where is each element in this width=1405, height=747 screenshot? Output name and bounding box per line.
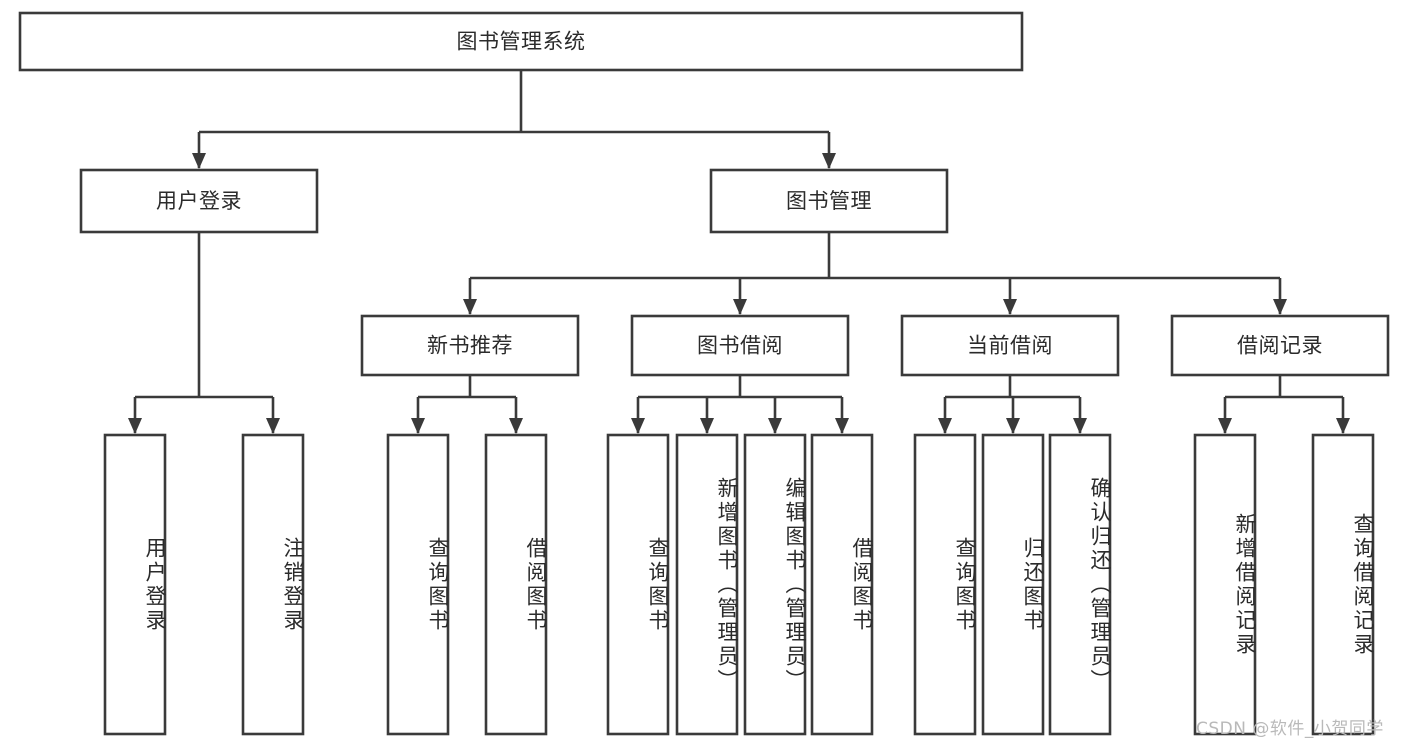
connector-bookmanage-to-level3 xyxy=(463,232,1287,315)
connector-currentborrow-to-leaves xyxy=(938,375,1087,434)
node-label-book-manage: 图书管理 xyxy=(786,189,872,213)
arrow-head xyxy=(411,418,425,434)
node-box-leaf-confirm-return[interactable] xyxy=(1048,433,1112,736)
node-label-borrow-record: 借阅记录 xyxy=(1237,334,1323,358)
node-box-leaf-query-book-bb[interactable] xyxy=(606,433,670,736)
connector-bookborrow-to-leaves xyxy=(631,375,849,434)
csdn-watermark: CSDN @软件_小贺同学 xyxy=(1196,719,1384,739)
arrow-head xyxy=(835,418,849,434)
node-box-leaf-edit-book[interactable] xyxy=(743,433,807,736)
box-layer xyxy=(18,11,1390,736)
node-box-new-book-recommend[interactable] xyxy=(360,314,580,377)
arrow-head xyxy=(1003,299,1017,315)
connector-userlogin-to-leaves xyxy=(128,232,280,434)
node-box-current-borrow[interactable] xyxy=(900,314,1120,377)
arrow-head xyxy=(733,299,747,315)
arrow-head xyxy=(128,418,142,434)
arrow-head xyxy=(631,418,645,434)
node-box-leaf-borrow-book-rec[interactable] xyxy=(484,433,548,736)
node-box-leaf-user-login[interactable] xyxy=(103,433,167,736)
arrow-head xyxy=(768,418,782,434)
node-box-leaf-add-book[interactable] xyxy=(675,433,739,736)
arrow-head xyxy=(509,418,523,434)
arrow-head xyxy=(700,418,714,434)
node-label-book-borrow: 图书借阅 xyxy=(697,334,783,358)
node-box-leaf-query-book-cb[interactable] xyxy=(913,433,977,736)
node-box-leaf-query-record[interactable] xyxy=(1311,433,1375,736)
node-label-user-login: 用户登录 xyxy=(156,189,242,213)
node-box-book-manage[interactable] xyxy=(709,168,949,234)
node-box-leaf-return-book[interactable] xyxy=(981,433,1045,736)
node-box-leaf-borrow-book-bb[interactable] xyxy=(810,433,874,736)
node-label-new-book-recommend: 新书推荐 xyxy=(427,334,513,358)
node-box-root[interactable] xyxy=(18,11,1024,72)
arrow-head xyxy=(1273,299,1287,315)
node-box-book-borrow[interactable] xyxy=(630,314,850,377)
node-box-leaf-add-record[interactable] xyxy=(1193,433,1257,736)
node-box-leaf-query-book-rec[interactable] xyxy=(386,433,450,736)
arrow-head xyxy=(1336,418,1350,434)
arrow-head xyxy=(938,418,952,434)
node-box-user-login[interactable] xyxy=(79,168,319,234)
connector-borrowrecord-to-leaves xyxy=(1218,375,1350,434)
arrow-head xyxy=(266,418,280,434)
connector-root-to-level2 xyxy=(192,70,836,169)
node-box-borrow-record[interactable] xyxy=(1170,314,1390,377)
arrow-head xyxy=(822,153,836,169)
node-label-root: 图书管理系统 xyxy=(457,30,586,54)
connector-newbook-to-leaves xyxy=(411,375,523,434)
connector-layer xyxy=(128,70,1350,434)
node-label-current-borrow: 当前借阅 xyxy=(967,334,1053,358)
node-box-leaf-user-logout[interactable] xyxy=(241,433,305,736)
arrow-head xyxy=(1218,418,1232,434)
arrow-head xyxy=(1006,418,1020,434)
arrow-head xyxy=(192,153,206,169)
arrow-head xyxy=(1073,418,1087,434)
arrow-head xyxy=(463,299,477,315)
